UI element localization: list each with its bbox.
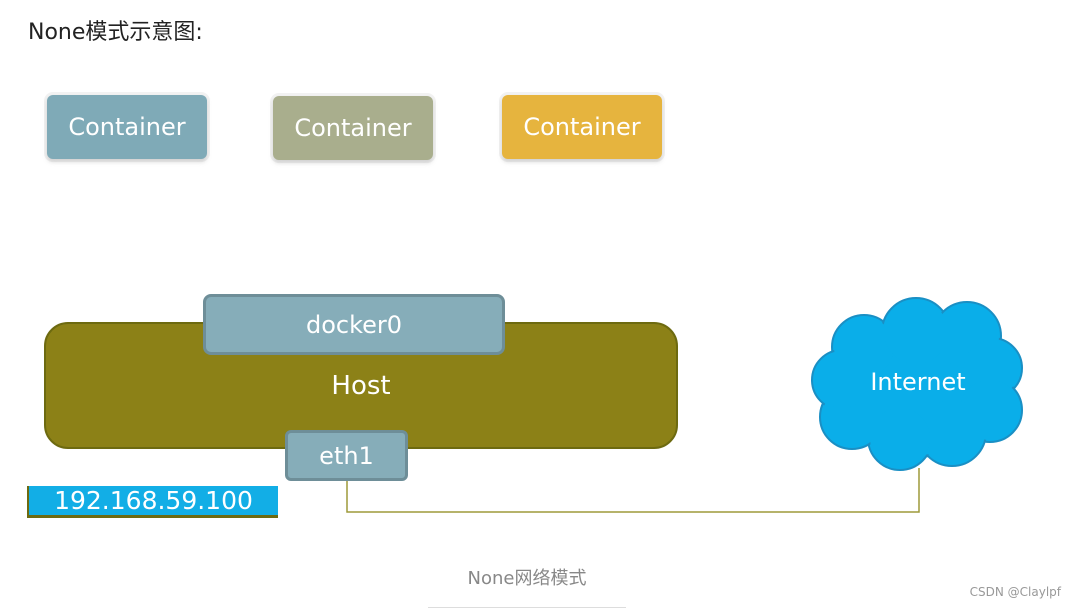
docker0-bridge: docker0 (203, 294, 505, 355)
internet-label: Internet (870, 368, 966, 396)
internet-cloud-icon (811, 297, 1023, 471)
ip-address-text: 192.168.59.100 (54, 486, 253, 515)
figure-caption: None网络模式 (467, 568, 587, 589)
caption-underline (428, 607, 626, 608)
container-box-2: Container (273, 96, 433, 160)
eth1-label: eth1 (319, 441, 374, 470)
host-label: Host (331, 370, 391, 401)
container-box-1: Container (47, 95, 207, 159)
ip-address-label: 192.168.59.100 (27, 486, 278, 518)
eth1-interface: eth1 (285, 430, 408, 481)
watermark: CSDN @Claylpf (969, 585, 1061, 599)
docker0-label: docker0 (305, 310, 403, 339)
eth1-internet-link (346, 468, 920, 513)
page-heading: None模式示意图: (28, 20, 203, 45)
container-box-3: Container (502, 95, 662, 159)
